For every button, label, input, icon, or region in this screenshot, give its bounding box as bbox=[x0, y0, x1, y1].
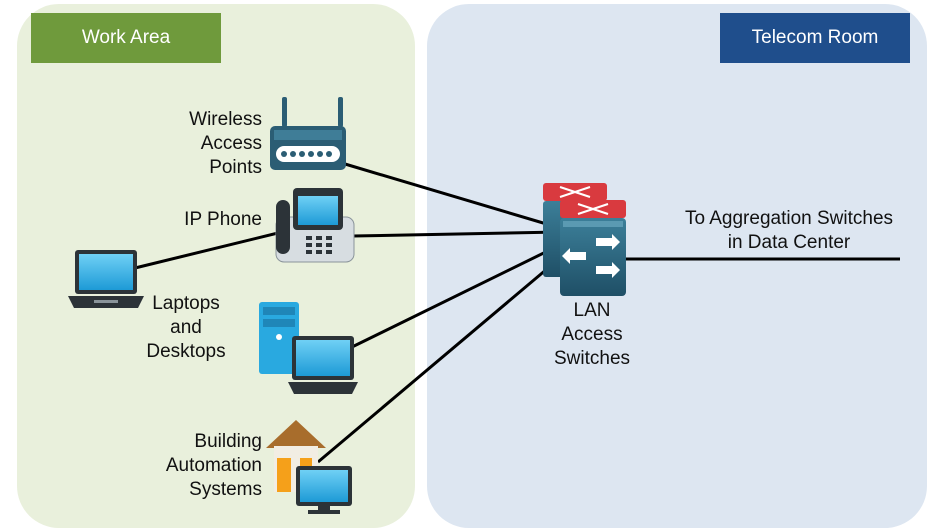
link-laptop bbox=[134, 230, 283, 270]
connection-lines bbox=[134, 162, 900, 464]
telecom-room-label: Telecom Room bbox=[720, 13, 910, 63]
wireless-label-line-1: Wireless bbox=[189, 109, 262, 130]
link-wireless bbox=[344, 162, 561, 230]
wireless-label: Wireless Access Points bbox=[150, 108, 262, 180]
uplink-label: To Aggregation Switches in Data Center bbox=[664, 207, 914, 255]
desktop-icon bbox=[259, 302, 358, 394]
switches-label-line-3: Switches bbox=[553, 348, 631, 369]
telecom-room-panel bbox=[427, 4, 927, 528]
wireless-access-point-icon bbox=[270, 97, 346, 170]
wireless-label-line-3: Points bbox=[209, 157, 262, 178]
laptops-label: Laptops and Desktops bbox=[130, 292, 242, 364]
wireless-label-line-2: Access bbox=[200, 133, 262, 154]
building-label: Building Automation Systems bbox=[140, 430, 262, 502]
switches-label-line-2: Access bbox=[561, 324, 623, 345]
ip-phone-icon bbox=[275, 188, 355, 263]
switches-label-line-1: LAN bbox=[573, 300, 611, 321]
building-label-line-3: Systems bbox=[189, 479, 262, 500]
link-ip-phone bbox=[352, 230, 561, 238]
laptops-label-line-3: Desktops bbox=[146, 341, 226, 362]
switches-label: LAN Access Switches bbox=[540, 299, 644, 371]
link-building bbox=[317, 256, 561, 464]
building-label-line-2: Automation bbox=[165, 455, 262, 476]
laptops-label-line-2: and bbox=[170, 317, 202, 338]
lan-access-switches-icon bbox=[543, 183, 626, 296]
ip-phone-label: IP Phone bbox=[184, 209, 262, 230]
building-automation-icon bbox=[266, 420, 352, 514]
laptops-label-line-1: Laptops bbox=[152, 293, 220, 314]
uplink-label-line-2: in Data Center bbox=[727, 232, 851, 253]
work-area-label: Work Area bbox=[31, 13, 221, 63]
laptop-icon bbox=[68, 250, 144, 308]
building-label-line-1: Building bbox=[194, 431, 262, 452]
link-desktop bbox=[351, 243, 561, 349]
uplink-label-line-1: To Aggregation Switches bbox=[684, 208, 894, 229]
